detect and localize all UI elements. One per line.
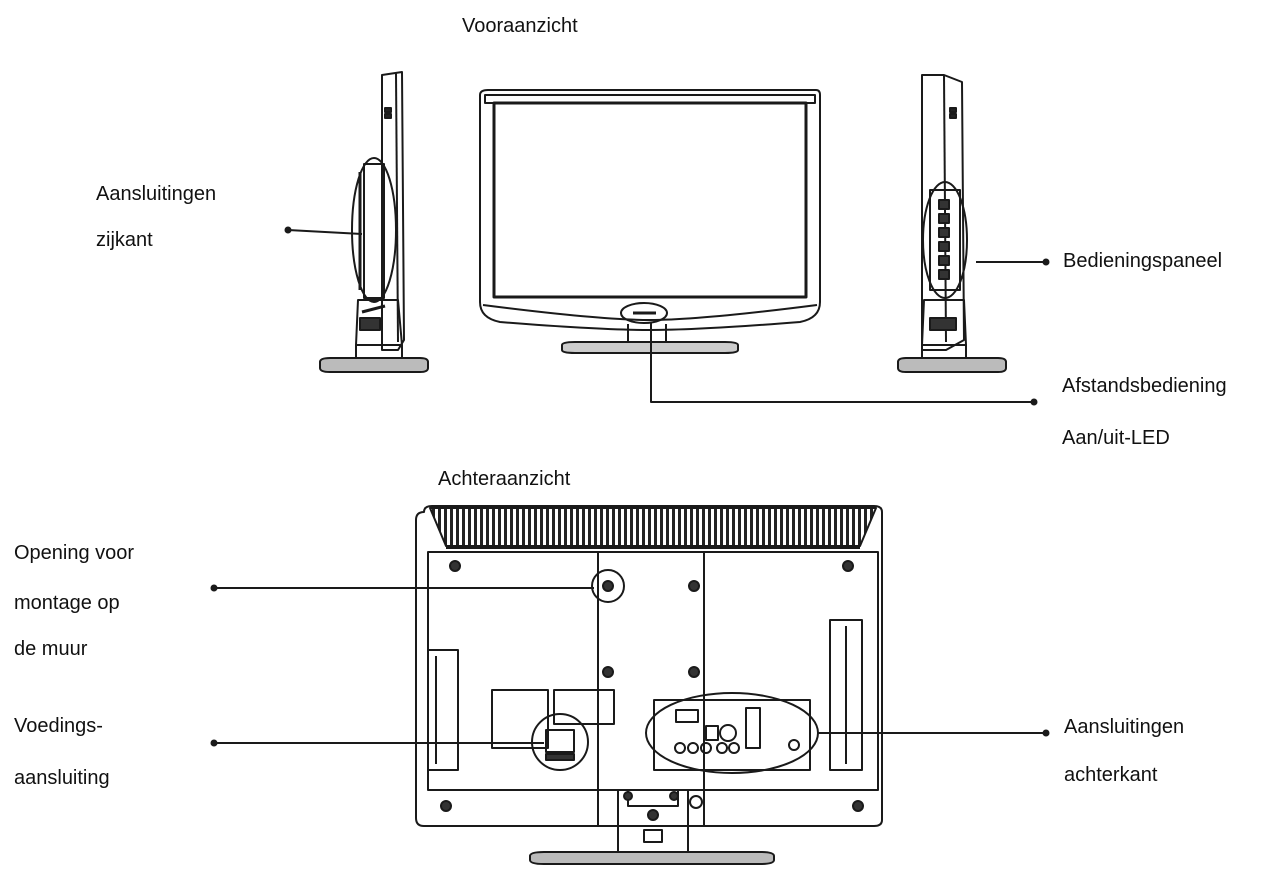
rear-connections-label-line1: Aansluitingen: [1064, 716, 1185, 738]
remote-led-label-line2: Aan/uit-LED: [1062, 427, 1170, 449]
callout-dots: [210, 226, 1050, 747]
remote-led-label-line1: Afstandsbediening: [1062, 375, 1227, 397]
power-input-label-line2: aansluiting: [14, 767, 110, 789]
power-input-label-line1: Voedings-: [14, 715, 103, 737]
front-view-title: Vooraanzicht: [462, 15, 578, 37]
rear-view-title: Achteraanzicht: [438, 468, 571, 490]
wall-mount-label-line1: Opening voor: [14, 542, 135, 564]
control-panel-label: Bedieningspaneel: [1063, 250, 1223, 272]
tv-left-side-view: [319, 71, 429, 373]
side-connections-label-line2: zijkant: [96, 229, 153, 251]
side-connections-label-line1: Aansluitingen: [96, 183, 217, 205]
tv-rear-view: [415, 505, 883, 865]
wall-mount-label-line2: montage op: [14, 592, 120, 614]
rear-connections-label-line2: achterkant: [1064, 764, 1158, 786]
callout-lines: [214, 229, 1046, 744]
tv-front-view: [479, 89, 821, 354]
wall-mount-label-line3: de muur: [14, 638, 88, 660]
tv-right-side-view: [897, 74, 1007, 373]
